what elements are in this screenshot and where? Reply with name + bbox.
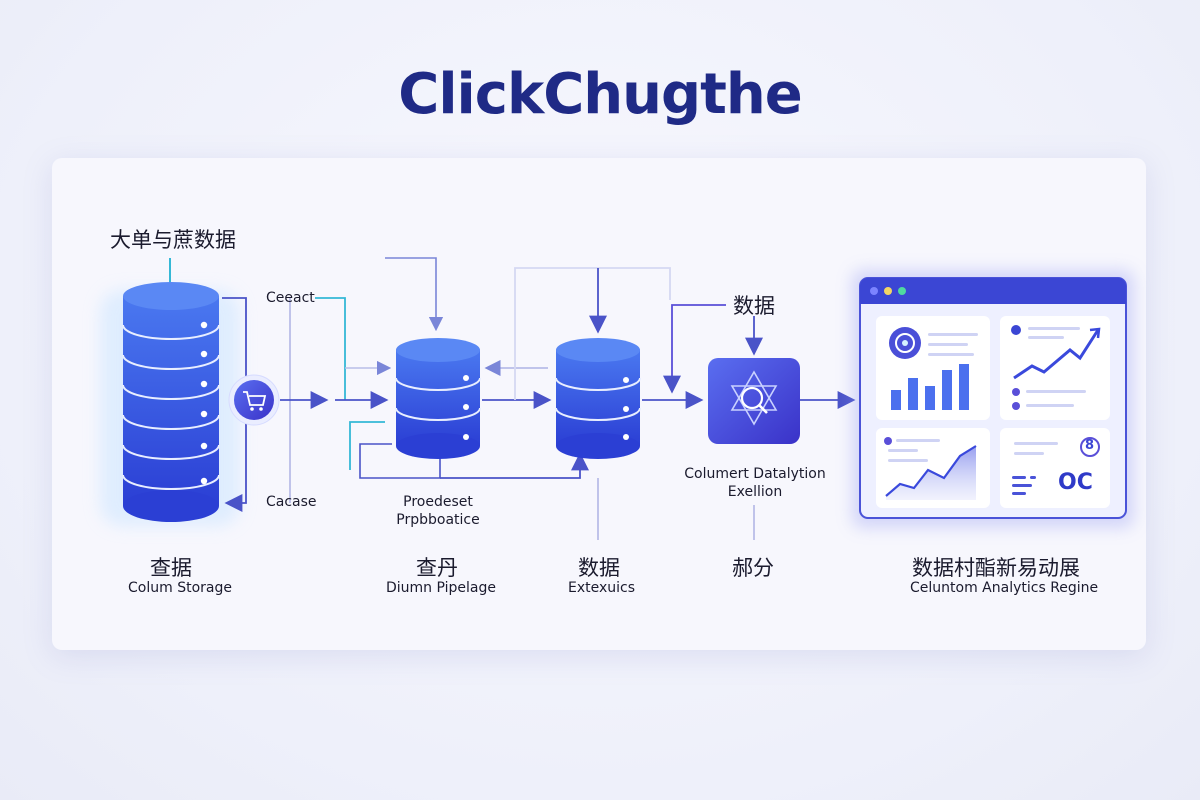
side-label-bottom: Cacase (266, 494, 317, 510)
pipeline-input-lines (345, 257, 444, 479)
dashboard-label-cn: 数据村酯新易动展 (912, 556, 1080, 580)
page-title: ClickChugthe (398, 62, 802, 127)
analysis-caption-2: Exellion (727, 484, 783, 500)
pipeline-database (395, 338, 481, 459)
storage-label-cn: 查据 (150, 556, 192, 580)
analytics-dashboard (852, 270, 1134, 528)
storage-loop-lines (222, 297, 346, 512)
line-chart-icon (1013, 327, 1101, 380)
badge-icon (889, 327, 921, 359)
pipeline-label-cn: 查丹 (416, 556, 458, 580)
pipeline-caption-2: Prpbboatice (396, 512, 480, 528)
analysis-label-cn: 郝分 (732, 556, 774, 580)
cart-icon (228, 374, 280, 426)
extension-database (555, 338, 641, 459)
bar-chart-icon (891, 364, 969, 410)
storage-label-en: Colum Storage (128, 580, 232, 596)
area-chart-icon (885, 445, 977, 500)
data-source-heading: 大单与蔗数据 (110, 228, 236, 252)
pipeline-caption-1: Proedeset (403, 494, 473, 510)
dashboard-label-en: Celuntom Analytics Regine (910, 580, 1099, 596)
pipeline-label-en: Diumn Pipelage (386, 580, 496, 596)
data-analysis-node (708, 358, 800, 444)
analysis-top-label: 数据 (733, 294, 775, 318)
extension-label-en: Extexuics (568, 580, 636, 596)
code-icon (1012, 476, 1036, 495)
dashboard-badge-number: 8 (1085, 438, 1095, 453)
dashboard-badge-text: OC (1058, 470, 1093, 495)
flow-arrows-1 (280, 391, 389, 470)
side-label-top: Ceeact (266, 290, 315, 306)
column-storage-database (100, 258, 240, 526)
flow-arrows-3 (597, 304, 856, 540)
analysis-caption-1: Columert Datalytion (684, 466, 826, 482)
extension-label-cn: 数据 (578, 556, 620, 580)
flow-arrows-2 (440, 267, 671, 479)
